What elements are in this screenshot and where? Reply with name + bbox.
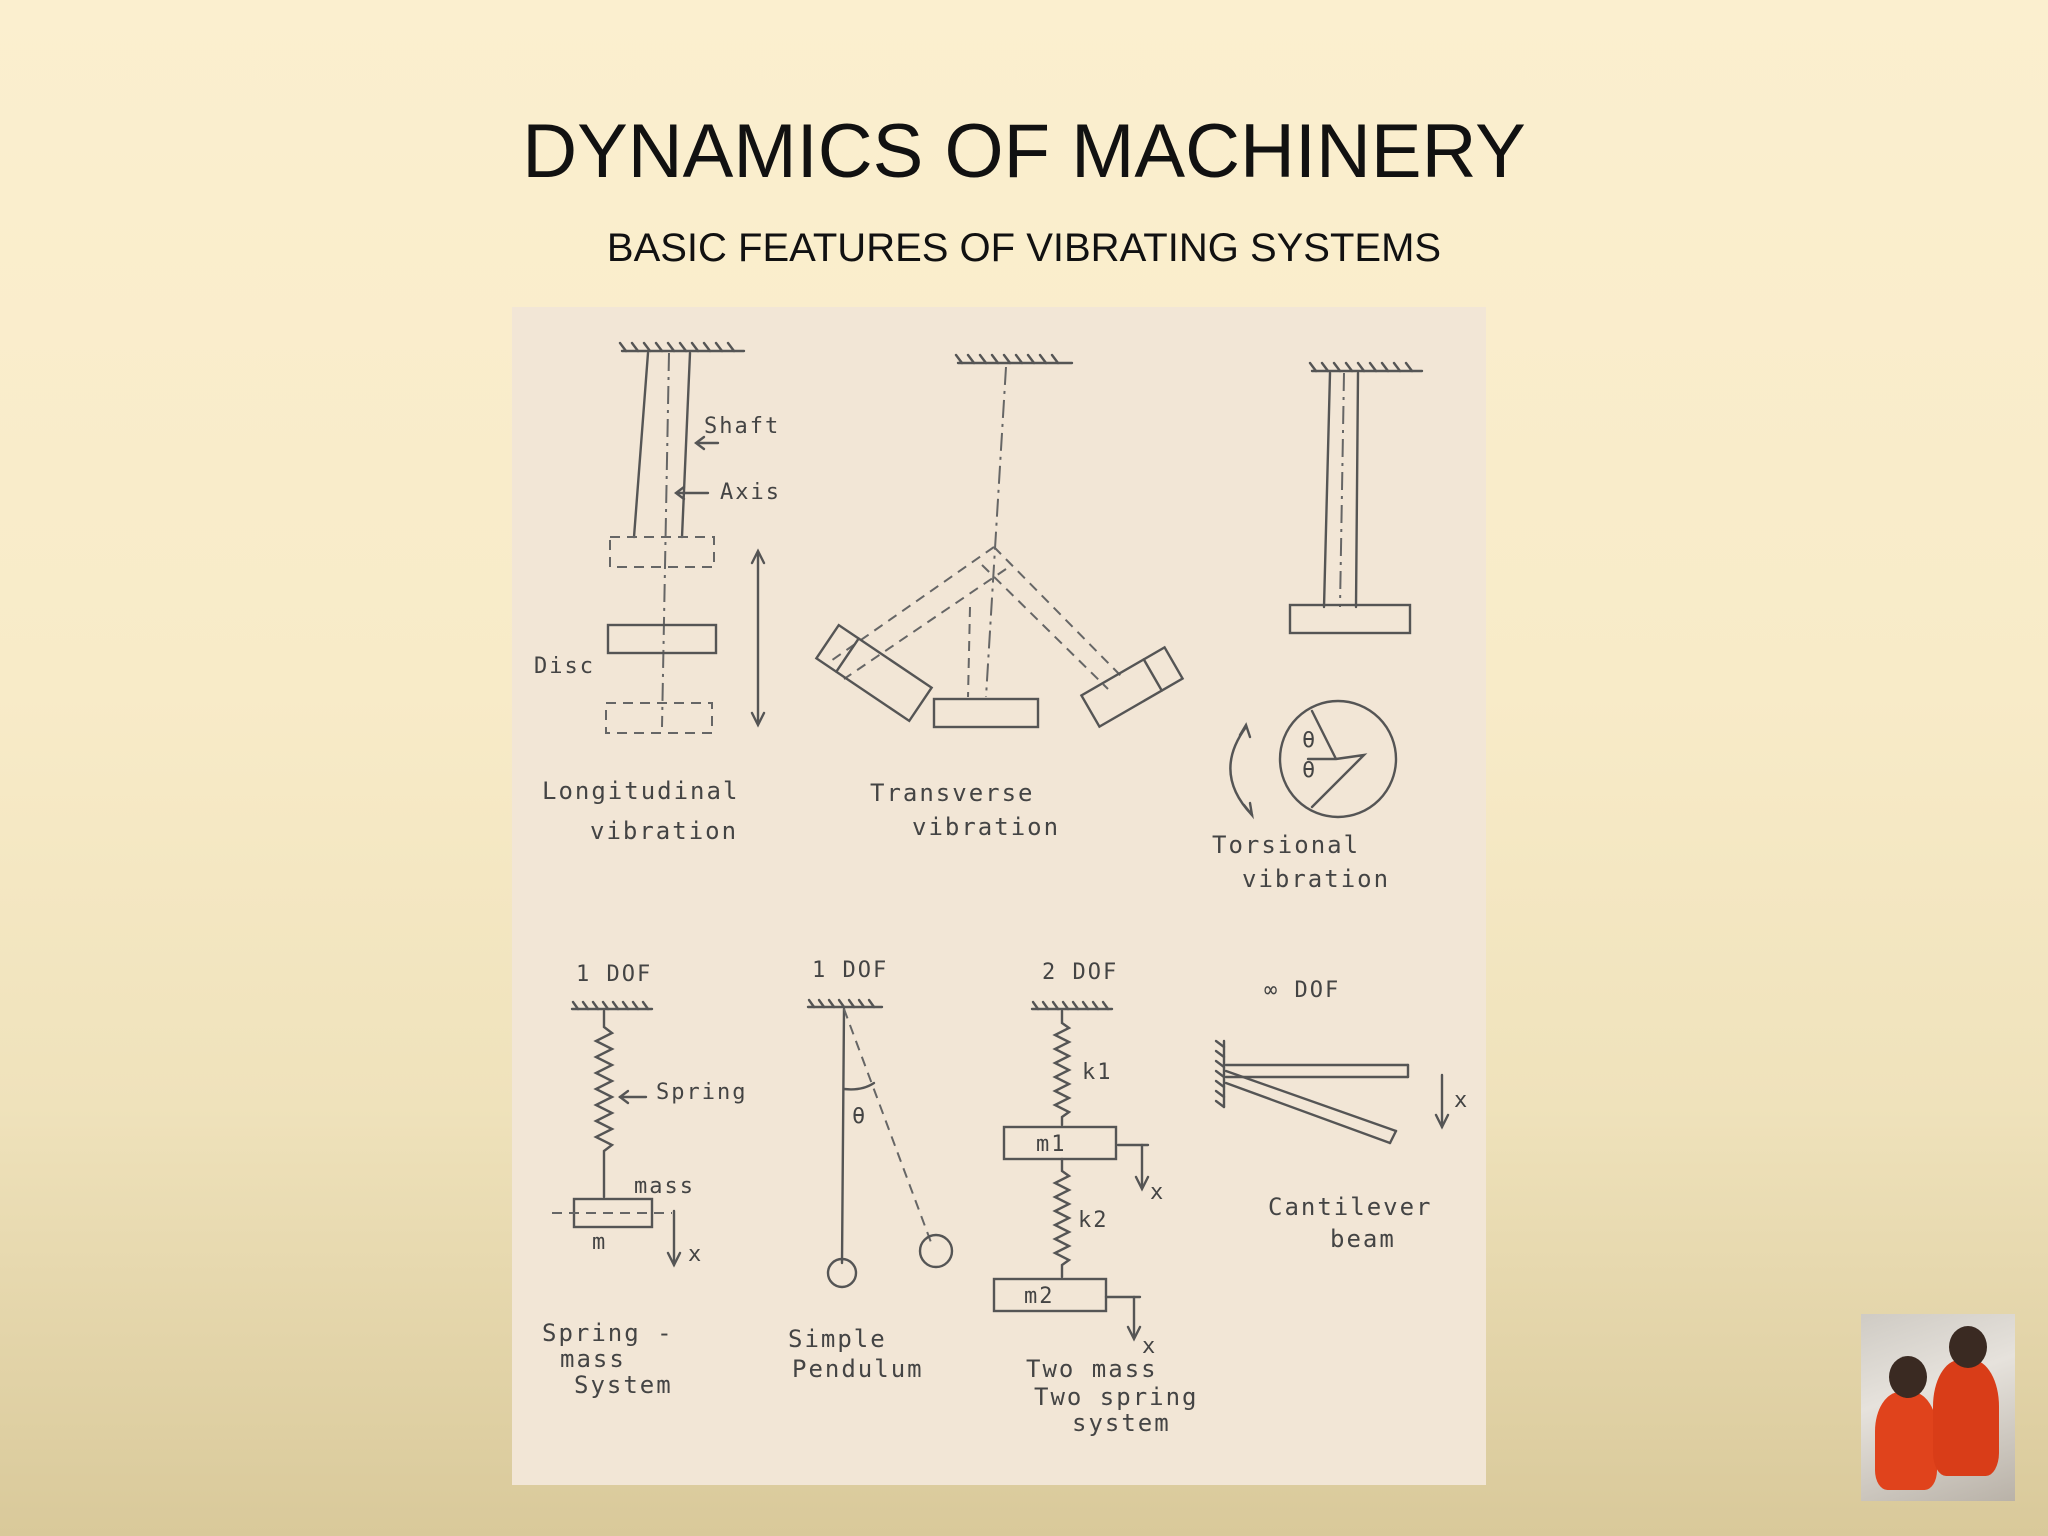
transverse-caption-2: vibration bbox=[912, 813, 1060, 841]
torsional-caption-1: Torsional bbox=[1212, 831, 1360, 859]
slide-subtitle: BASIC FEATURES OF VIBRATING SYSTEMS bbox=[606, 226, 1442, 270]
k1-label: k1 bbox=[1082, 1060, 1113, 1085]
cantilever-x-label: x bbox=[1454, 1088, 1469, 1113]
theta-label-2: θ bbox=[1302, 758, 1317, 783]
spring-mass-caption-3: System bbox=[574, 1371, 673, 1399]
cantilever-dof: ∞ DOF bbox=[1264, 978, 1340, 1003]
thumbnail-photo bbox=[1861, 1314, 2015, 1501]
two-mass-dof: 2 DOF bbox=[1042, 960, 1118, 985]
child-figure-left bbox=[1875, 1392, 1937, 1490]
disc-label: Disc bbox=[534, 654, 595, 679]
two-mass-caption-1: Two mass bbox=[1026, 1355, 1158, 1383]
axis-label: Axis bbox=[720, 480, 781, 505]
torsional-diagram: θ θ Torsional vibration bbox=[1212, 361, 1424, 893]
two-mass-caption-2: Two spring bbox=[1034, 1383, 1199, 1411]
k2-label: k2 bbox=[1078, 1208, 1109, 1233]
pendulum-dof: 1 DOF bbox=[812, 958, 888, 983]
spring-mass-x-label: x bbox=[688, 1242, 703, 1267]
m-label: m bbox=[592, 1230, 607, 1255]
pendulum-theta: θ bbox=[852, 1104, 867, 1129]
torsional-caption-2: vibration bbox=[1242, 865, 1390, 893]
cantilever-diagram: ∞ DOF x Cantilever beam bbox=[1214, 978, 1469, 1253]
two-mass-x1-label: x bbox=[1150, 1180, 1165, 1205]
two-mass-caption-3: system bbox=[1072, 1409, 1171, 1437]
pendulum-caption-2: Pendulum bbox=[792, 1355, 924, 1383]
slide-title: DYNAMICS OF MACHINERY bbox=[522, 109, 1526, 194]
spring-mass-caption-1: Spring - bbox=[542, 1319, 674, 1347]
spring-mass-dof: 1 DOF bbox=[576, 962, 652, 987]
transverse-diagram: Transverse vibration bbox=[814, 353, 1185, 841]
shaft-label: Shaft bbox=[704, 414, 780, 439]
spring-label: Spring bbox=[656, 1080, 747, 1105]
longitudinal-diagram: Shaft Axis Disc Longitudinal vibration bbox=[534, 341, 781, 845]
spring-mass-caption-2: mass bbox=[560, 1345, 626, 1373]
vibration-sketch: Shaft Axis Disc Longitudinal vibration bbox=[512, 307, 1486, 1485]
two-mass-x2-label: x bbox=[1142, 1334, 1157, 1359]
child-head-left bbox=[1889, 1356, 1927, 1398]
two-mass-diagram: 2 DOF k1 m1 k2 m2 x x Two mass Two sprin… bbox=[992, 960, 1199, 1437]
transverse-caption-1: Transverse bbox=[870, 779, 1035, 807]
pendulum-caption-1: Simple bbox=[788, 1325, 887, 1353]
m1-label: m1 bbox=[1036, 1132, 1067, 1157]
theta-label-1: θ bbox=[1302, 728, 1317, 753]
pendulum-diagram: 1 DOF θ Simple Pendulum bbox=[788, 958, 954, 1383]
mass-label: mass bbox=[634, 1174, 695, 1199]
cantilever-caption-1: Cantilever bbox=[1268, 1193, 1433, 1221]
spring-mass-diagram: 1 DOF Spring mass m x Spring - mass Syst… bbox=[542, 962, 747, 1399]
m2-label: m2 bbox=[1024, 1284, 1055, 1309]
child-figure-right bbox=[1933, 1360, 1999, 1476]
cantilever-caption-2: beam bbox=[1330, 1225, 1396, 1253]
child-head-right bbox=[1949, 1326, 1987, 1368]
longitudinal-caption-2: vibration bbox=[590, 817, 738, 845]
longitudinal-caption-1: Longitudinal bbox=[542, 777, 739, 805]
